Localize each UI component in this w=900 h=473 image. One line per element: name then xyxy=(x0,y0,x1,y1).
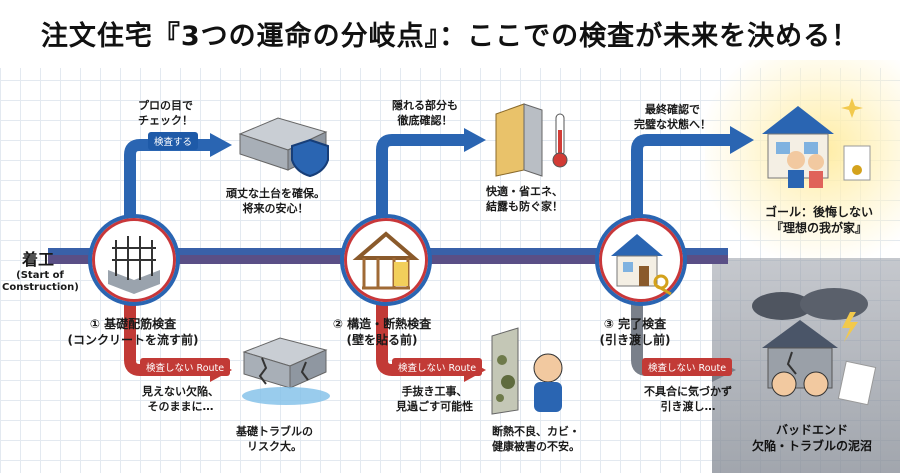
step1-bad-callout: 見えない欠陥、 そのままに… xyxy=(142,385,219,413)
step1-circle xyxy=(88,214,180,306)
step2-name: ② 構造・断熱検査 (壁を貼る前) xyxy=(332,317,432,347)
solid-foundation-shield-icon xyxy=(238,117,329,178)
step2-good-result: 快適・省エネ、 結露も防ぐ家！ xyxy=(486,185,563,213)
bad-end-storm-house-icon xyxy=(752,288,877,406)
page-title: 注文住宅『3つの運命の分岐点』：ここでの検査が未来を決める！ xyxy=(40,21,860,52)
start-label: 着工 xyxy=(22,250,55,269)
step2-bad-result: 断熱不良、カビ・ 健康被害の不安。 xyxy=(492,425,580,453)
good-route-2 xyxy=(376,134,466,248)
moldy-wall-worried-person-icon xyxy=(491,327,563,415)
bad-route-2 xyxy=(376,264,466,376)
bad-end-label: バッドエンド 欠陥・トラブルの泥沼 xyxy=(751,423,872,453)
step2-good-callout: 隠れる部分も 徹底確認！ xyxy=(392,99,458,127)
step3-bad-callout: 不具合に気づかず 引き渡し… xyxy=(644,385,732,413)
step3-name: ③ 完了検査 (引き渡し前) xyxy=(599,317,671,347)
insulated-wall-thermometer-icon xyxy=(495,103,568,177)
finished-house-key-icon xyxy=(611,234,672,296)
happy-family-house-icon xyxy=(762,98,871,188)
start-sublabel: (Start of Construction) xyxy=(2,270,79,293)
step1-bad-tag: 検査しない Route xyxy=(140,358,231,376)
rebar-foundation-icon xyxy=(108,236,160,294)
step1-good-callout: プロの目で チェック！ xyxy=(138,99,193,127)
step3-good-callout: 最終確認で 完璧な状態へ！ xyxy=(634,103,711,131)
goal-label: ゴール：後悔しない 『理想の我が家』 xyxy=(764,205,873,235)
title-band xyxy=(0,0,900,68)
step2-circle xyxy=(340,214,432,306)
step2-bad-tag: 検査しない Route xyxy=(392,358,483,376)
step1-bad-result: 基礎トラブルの リスク大。 xyxy=(236,425,313,453)
good-route-1 xyxy=(124,139,212,248)
bad-route-1 xyxy=(124,264,212,376)
step1-good-tag: 検査する xyxy=(148,132,199,150)
step2-bad-callout: 手抜き工事、 見過ごす可能性 xyxy=(396,385,474,413)
cracked-foundation-icon xyxy=(242,337,330,405)
step1-good-result: 頑丈な土台を確保。 将来の安心！ xyxy=(226,187,325,215)
good-route-3 xyxy=(631,134,732,248)
step1-name: ① 基礎配筋検査 (コンクリートを流す前) xyxy=(67,317,199,347)
step3-circle xyxy=(595,214,687,306)
step3-bad-tag: 検査しない Route xyxy=(642,358,733,376)
house-frame-icon xyxy=(352,231,420,290)
